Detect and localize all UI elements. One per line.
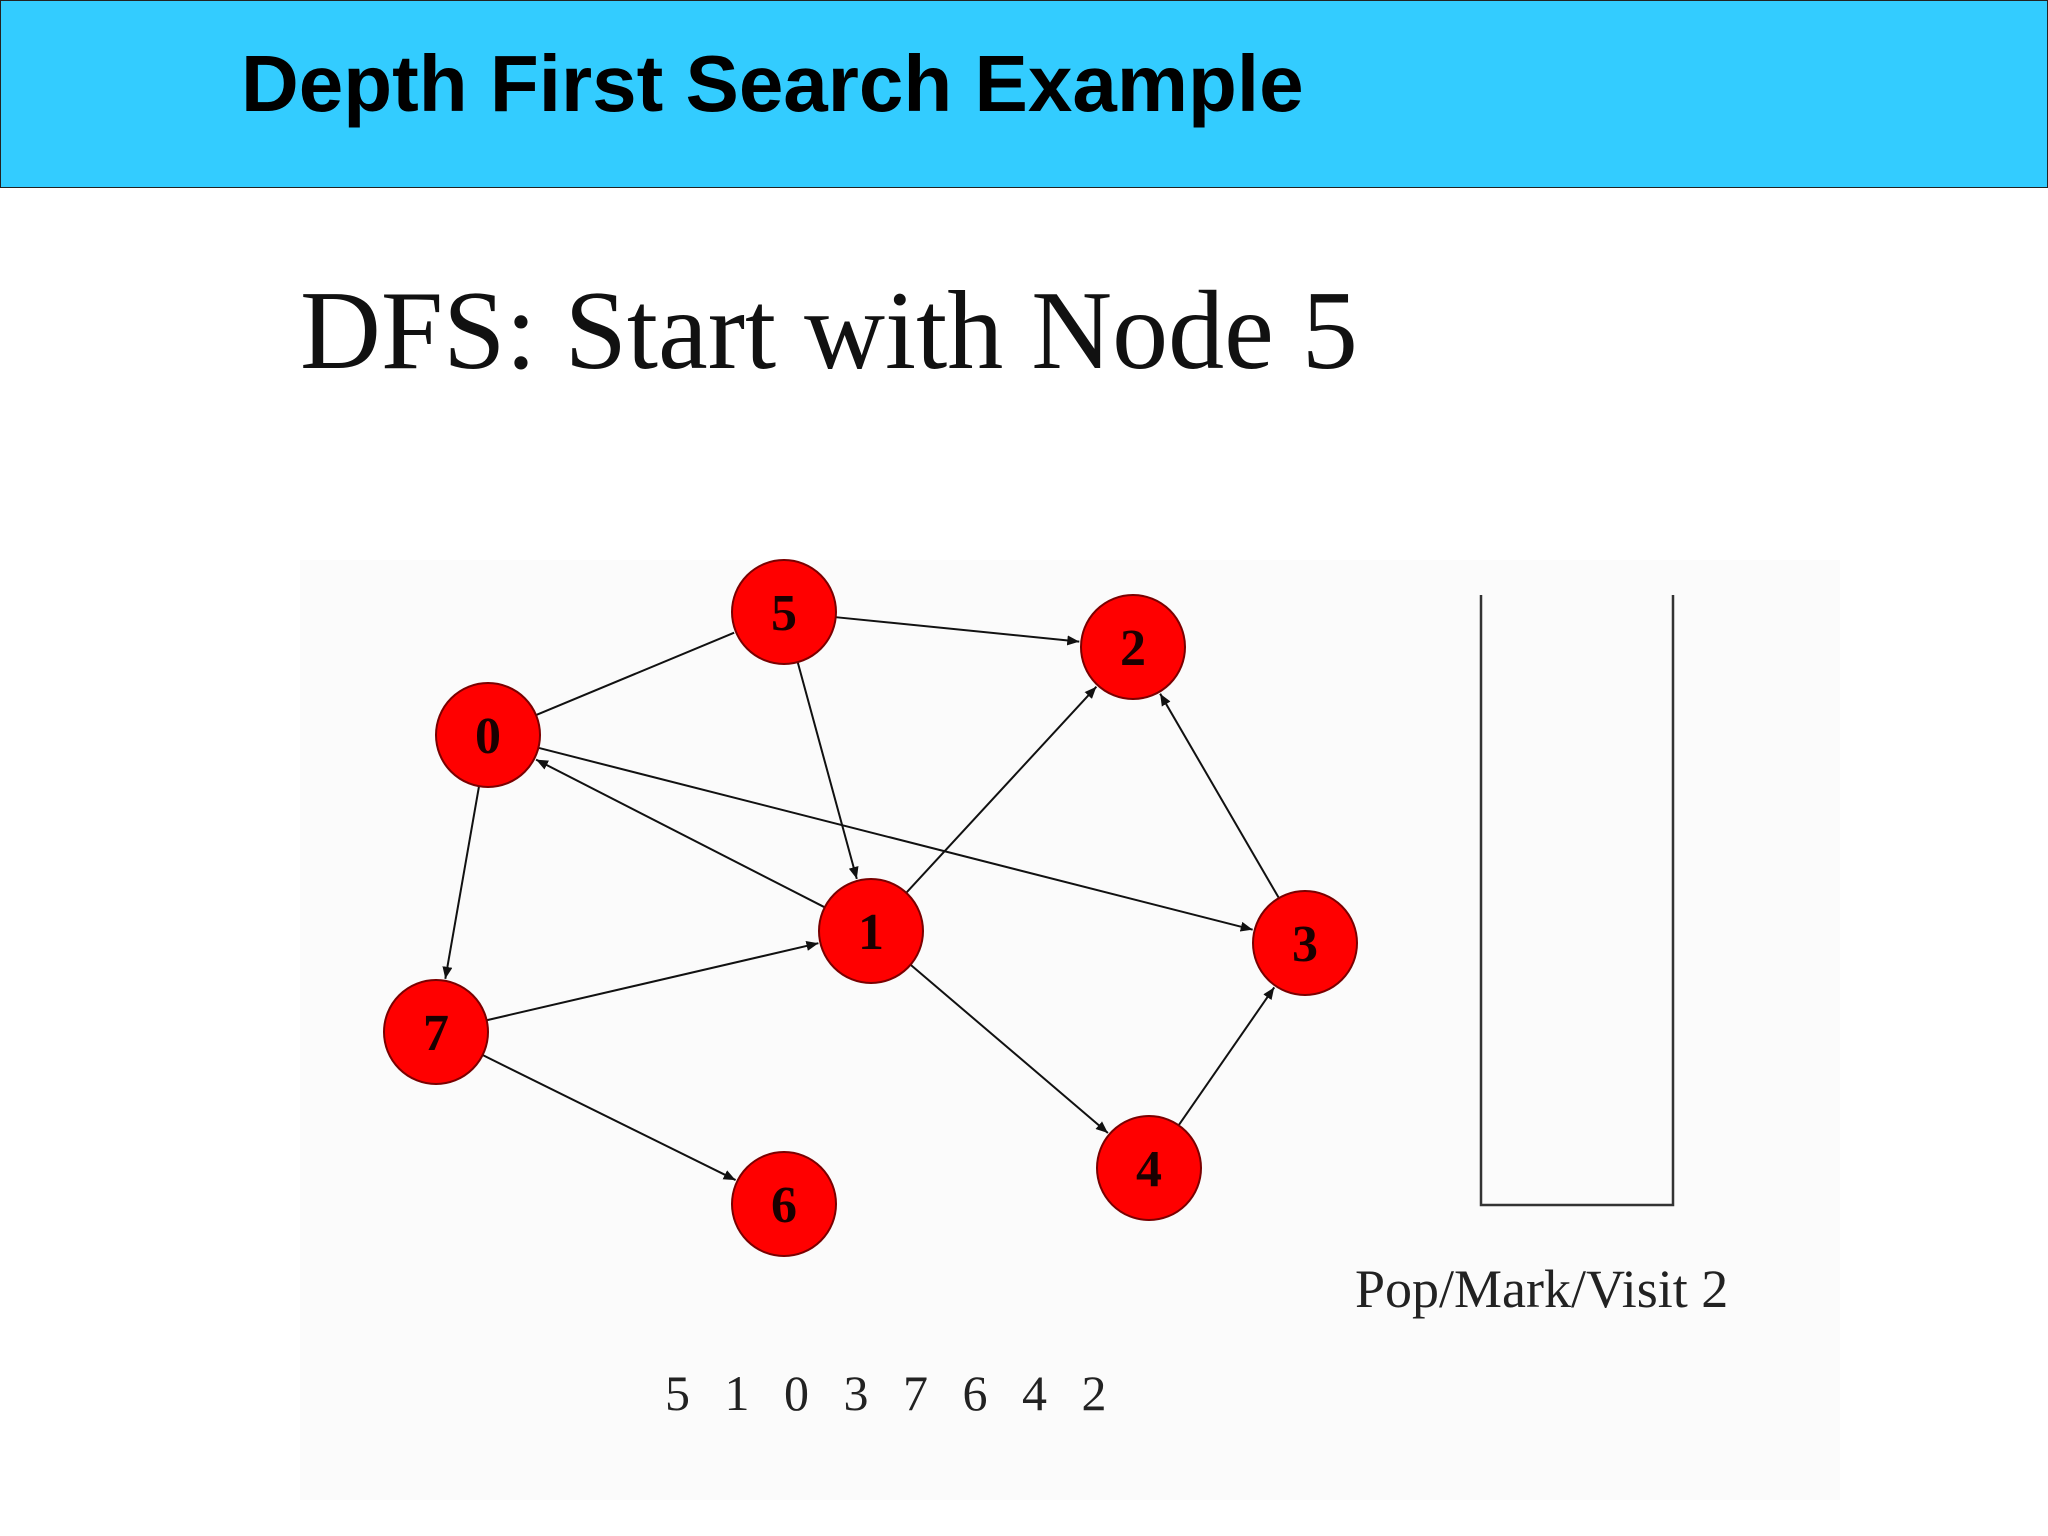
- edge-7-6: [482, 1054, 737, 1181]
- graph-edges: [442, 616, 1280, 1181]
- dfs-subtitle: DFS: Start with Node 5: [300, 269, 1358, 393]
- node-1: 1: [818, 878, 924, 984]
- node-circle: [1080, 594, 1186, 700]
- node-circle: [731, 1151, 837, 1257]
- edge-1-4: [909, 963, 1109, 1134]
- edge-1-0: [535, 758, 826, 909]
- node-label: 2: [1120, 620, 1146, 677]
- node-3: 3: [1252, 890, 1358, 996]
- node-2: 2: [1080, 594, 1186, 700]
- title-bar: [0, 0, 2048, 188]
- node-4: 4: [1096, 1115, 1202, 1221]
- node-circle: [731, 559, 837, 665]
- node-circle: [818, 878, 924, 984]
- node-label: 3: [1292, 916, 1318, 973]
- visit-order: 5 1 0 3 7 6 4 2: [665, 1365, 1109, 1421]
- node-6: 6: [731, 1151, 837, 1257]
- node-0: 0: [435, 682, 541, 788]
- slide-title: Depth First Search Example: [241, 39, 1304, 128]
- edge-1-2: [905, 686, 1098, 894]
- edge-4-3: [1177, 986, 1276, 1126]
- node-label: 5: [771, 585, 797, 642]
- stack-container: [1479, 595, 1675, 1207]
- node-circle: [1252, 890, 1358, 996]
- node-label: 4: [1136, 1141, 1162, 1198]
- edge-0-5: [535, 631, 735, 716]
- edge-5-2: [835, 616, 1080, 646]
- edge-0-3: [538, 746, 1253, 932]
- node-circle: [435, 682, 541, 788]
- node-circle: [383, 979, 489, 1085]
- node-7: 7: [383, 979, 489, 1085]
- edge-5-1: [796, 661, 859, 880]
- node-label: 7: [423, 1005, 449, 1062]
- node-5: 5: [731, 559, 837, 665]
- node-label: 1: [858, 904, 884, 961]
- edge-7-1: [486, 941, 819, 1022]
- node-circle: [1096, 1115, 1202, 1221]
- graph-nodes: 5 2 0 1 3 7 4 6: [383, 559, 1358, 1257]
- node-label: 0: [475, 708, 501, 765]
- edge-0-7: [442, 786, 481, 979]
- node-label: 6: [771, 1177, 797, 1234]
- edge-3-2: [1159, 693, 1280, 899]
- current-action-label: Pop/Mark/Visit 2: [1355, 1259, 1729, 1319]
